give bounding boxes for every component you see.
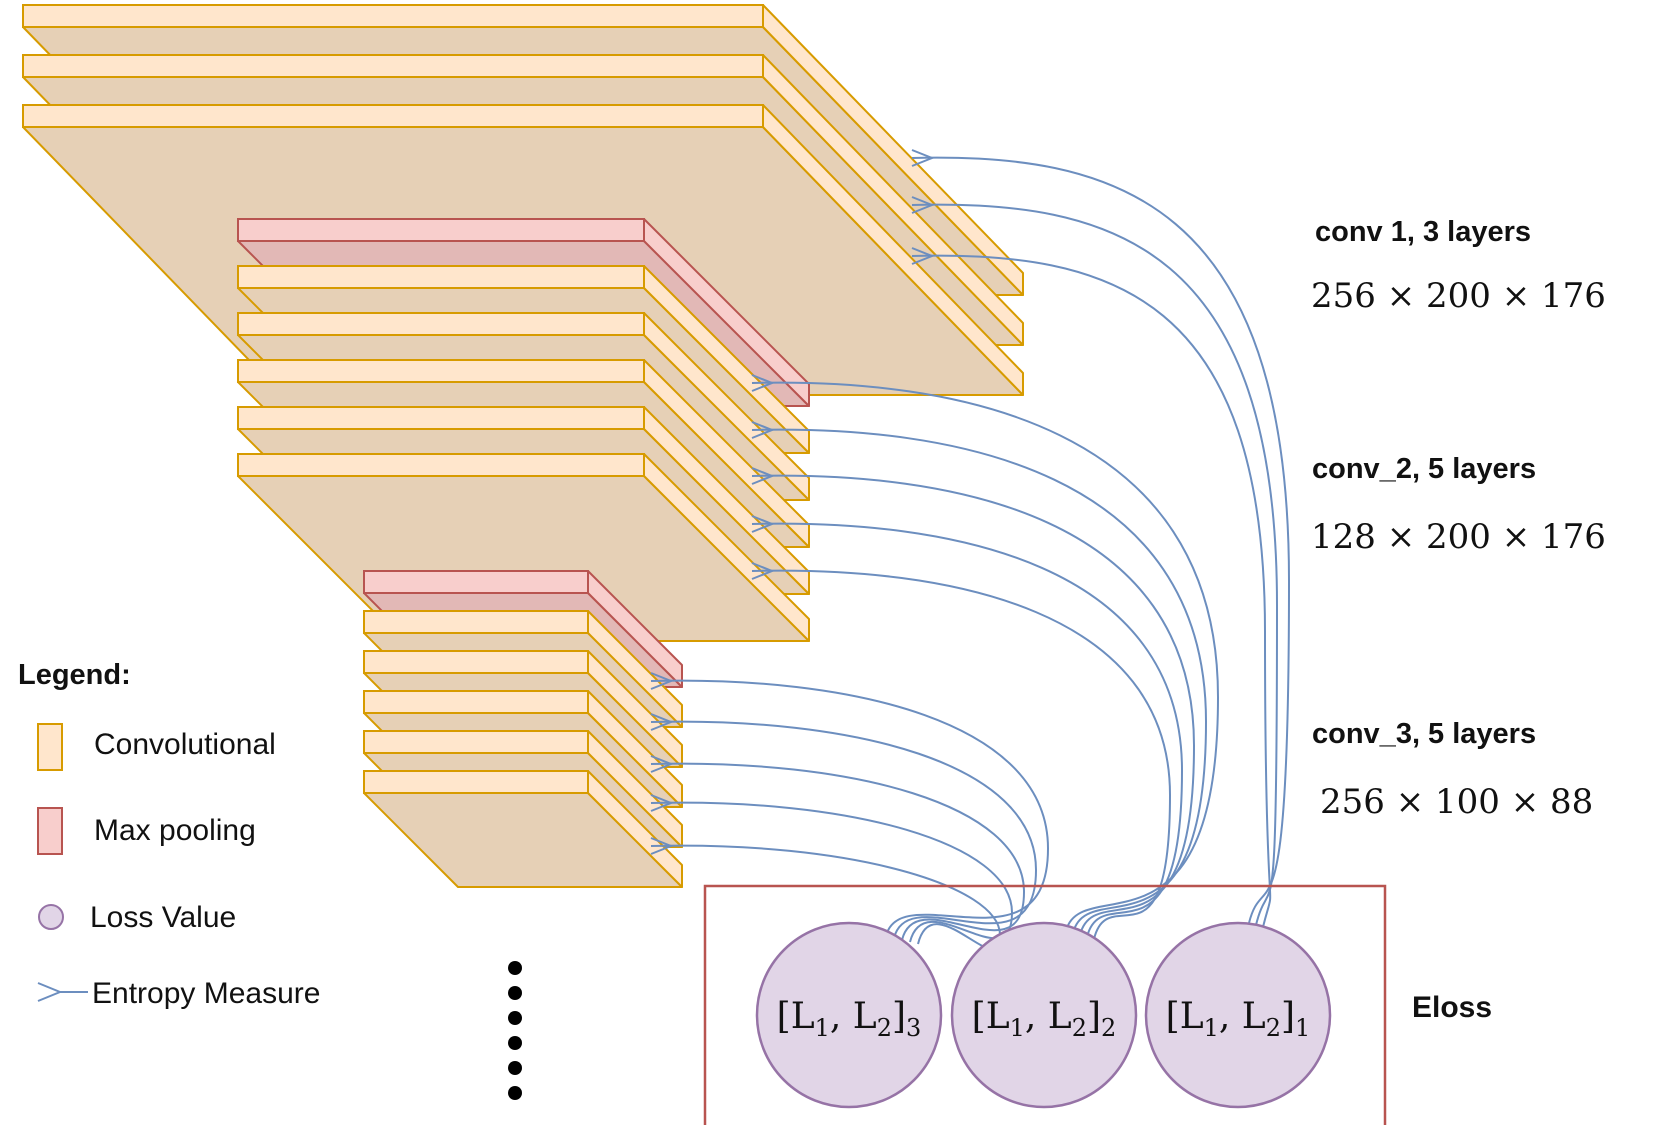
ellipsis-dots <box>508 961 522 1100</box>
entropy-group-1 <box>911 149 1291 928</box>
entropy-curve <box>911 156 1291 924</box>
svg-text:[L1, L2]2: [L1, L2]2 <box>972 996 1117 1042</box>
entropy-arrow-icon <box>650 755 674 773</box>
entropy-arrow-icon <box>650 713 674 731</box>
conv2-label: conv_2, 5 layers <box>1312 453 1536 485</box>
conv3-label: conv_3, 5 layers <box>1312 718 1536 750</box>
loss-circle-1: [L1, L2]1 <box>1144 921 1332 1109</box>
legend-conv-label: Convolutional <box>94 728 276 761</box>
entropy-curve <box>751 474 1196 936</box>
legend-title: Legend: <box>18 659 131 691</box>
loss-2-sub2: 2 <box>1072 1014 1087 1042</box>
entropy-arrow-icon <box>751 467 775 485</box>
loss-circle-2: [L1, L2]2 <box>950 921 1138 1109</box>
loss-3-sub3: 3 <box>906 1014 921 1042</box>
conv3-conv-layer <box>363 770 683 888</box>
legend-pool-swatch <box>37 807 63 855</box>
entropy-connections <box>650 149 1291 950</box>
entropy-group-3 <box>650 672 1050 950</box>
loss-1-sub1: 1 <box>1204 1014 1219 1042</box>
legend-loss-label: Loss Value <box>90 901 236 934</box>
entropy-curve <box>650 679 1050 937</box>
entropy-curve <box>751 569 1172 940</box>
legend-pool-label: Max pooling <box>94 814 256 847</box>
entropy-curve <box>751 522 1184 938</box>
entropy-curve <box>650 720 1038 939</box>
legend-entropy-label: Entropy Measure <box>92 977 320 1010</box>
conv3-stack <box>363 570 683 888</box>
entropy-arrow-icon <box>650 837 674 855</box>
entropy-curve <box>650 762 1026 941</box>
legend-entropy-icon <box>37 982 88 1002</box>
conv3-dims: 256 × 100 × 88 <box>1320 782 1593 822</box>
entropy-arrow-icon <box>751 515 775 533</box>
loss-circle-3: [L1, L2]3 <box>755 921 943 1109</box>
conv1-dims: 256 × 200 × 176 <box>1311 276 1606 316</box>
entropy-arrow-icon <box>751 374 775 392</box>
entropy-arrow-icon <box>911 149 935 167</box>
entropy-group-2 <box>751 374 1220 940</box>
entropy-arrow-icon <box>751 421 775 439</box>
loss-1-mid: , L <box>1219 996 1266 1037</box>
eloss-label: Eloss <box>1412 991 1492 1024</box>
loss-1-sub3: 1 <box>1295 1014 1310 1042</box>
loss-2-sub3: 2 <box>1101 1014 1116 1042</box>
loss-3-base: [L <box>777 996 815 1037</box>
entropy-arrow-icon <box>911 247 935 265</box>
conv1-label: conv 1, 3 layers <box>1315 216 1531 248</box>
entropy-arrow-icon <box>650 794 674 812</box>
entropy-curve <box>911 203 1279 926</box>
entropy-arrow-icon <box>911 196 935 214</box>
loss-2-sub1: 1 <box>1010 1014 1025 1042</box>
entropy-curve <box>911 254 1272 928</box>
loss-3-close: ] <box>892 996 906 1037</box>
loss-1-base: [L <box>1166 996 1204 1037</box>
legend-loss-swatch <box>38 904 64 930</box>
eloss-box <box>703 884 1387 1125</box>
layer-stacks <box>22 4 1024 888</box>
loss-3-sub1: 1 <box>815 1014 830 1042</box>
loss-3-sub2: 2 <box>877 1014 892 1042</box>
loss-2-base: [L <box>972 996 1010 1037</box>
loss-1-sub2: 2 <box>1266 1014 1281 1042</box>
conv2-dims: 128 × 200 × 176 <box>1311 517 1606 557</box>
conv2-stack <box>237 218 810 642</box>
loss-1-close: ] <box>1281 996 1295 1037</box>
entropy-curve <box>751 381 1220 932</box>
entropy-curve <box>751 428 1208 934</box>
legend-conv-swatch <box>37 723 63 771</box>
entropy-curve <box>650 844 1002 950</box>
entropy-arrow-icon <box>751 562 775 580</box>
entropy-arrow-icon <box>650 672 674 690</box>
loss-2-mid: , L <box>1025 996 1072 1037</box>
loss-3-mid: , L <box>830 996 877 1037</box>
svg-text:[L1, L2]3: [L1, L2]3 <box>777 996 922 1042</box>
loss-2-close: ] <box>1087 996 1101 1037</box>
svg-text:[L1, L2]1: [L1, L2]1 <box>1166 996 1311 1042</box>
entropy-curve <box>650 801 1014 943</box>
